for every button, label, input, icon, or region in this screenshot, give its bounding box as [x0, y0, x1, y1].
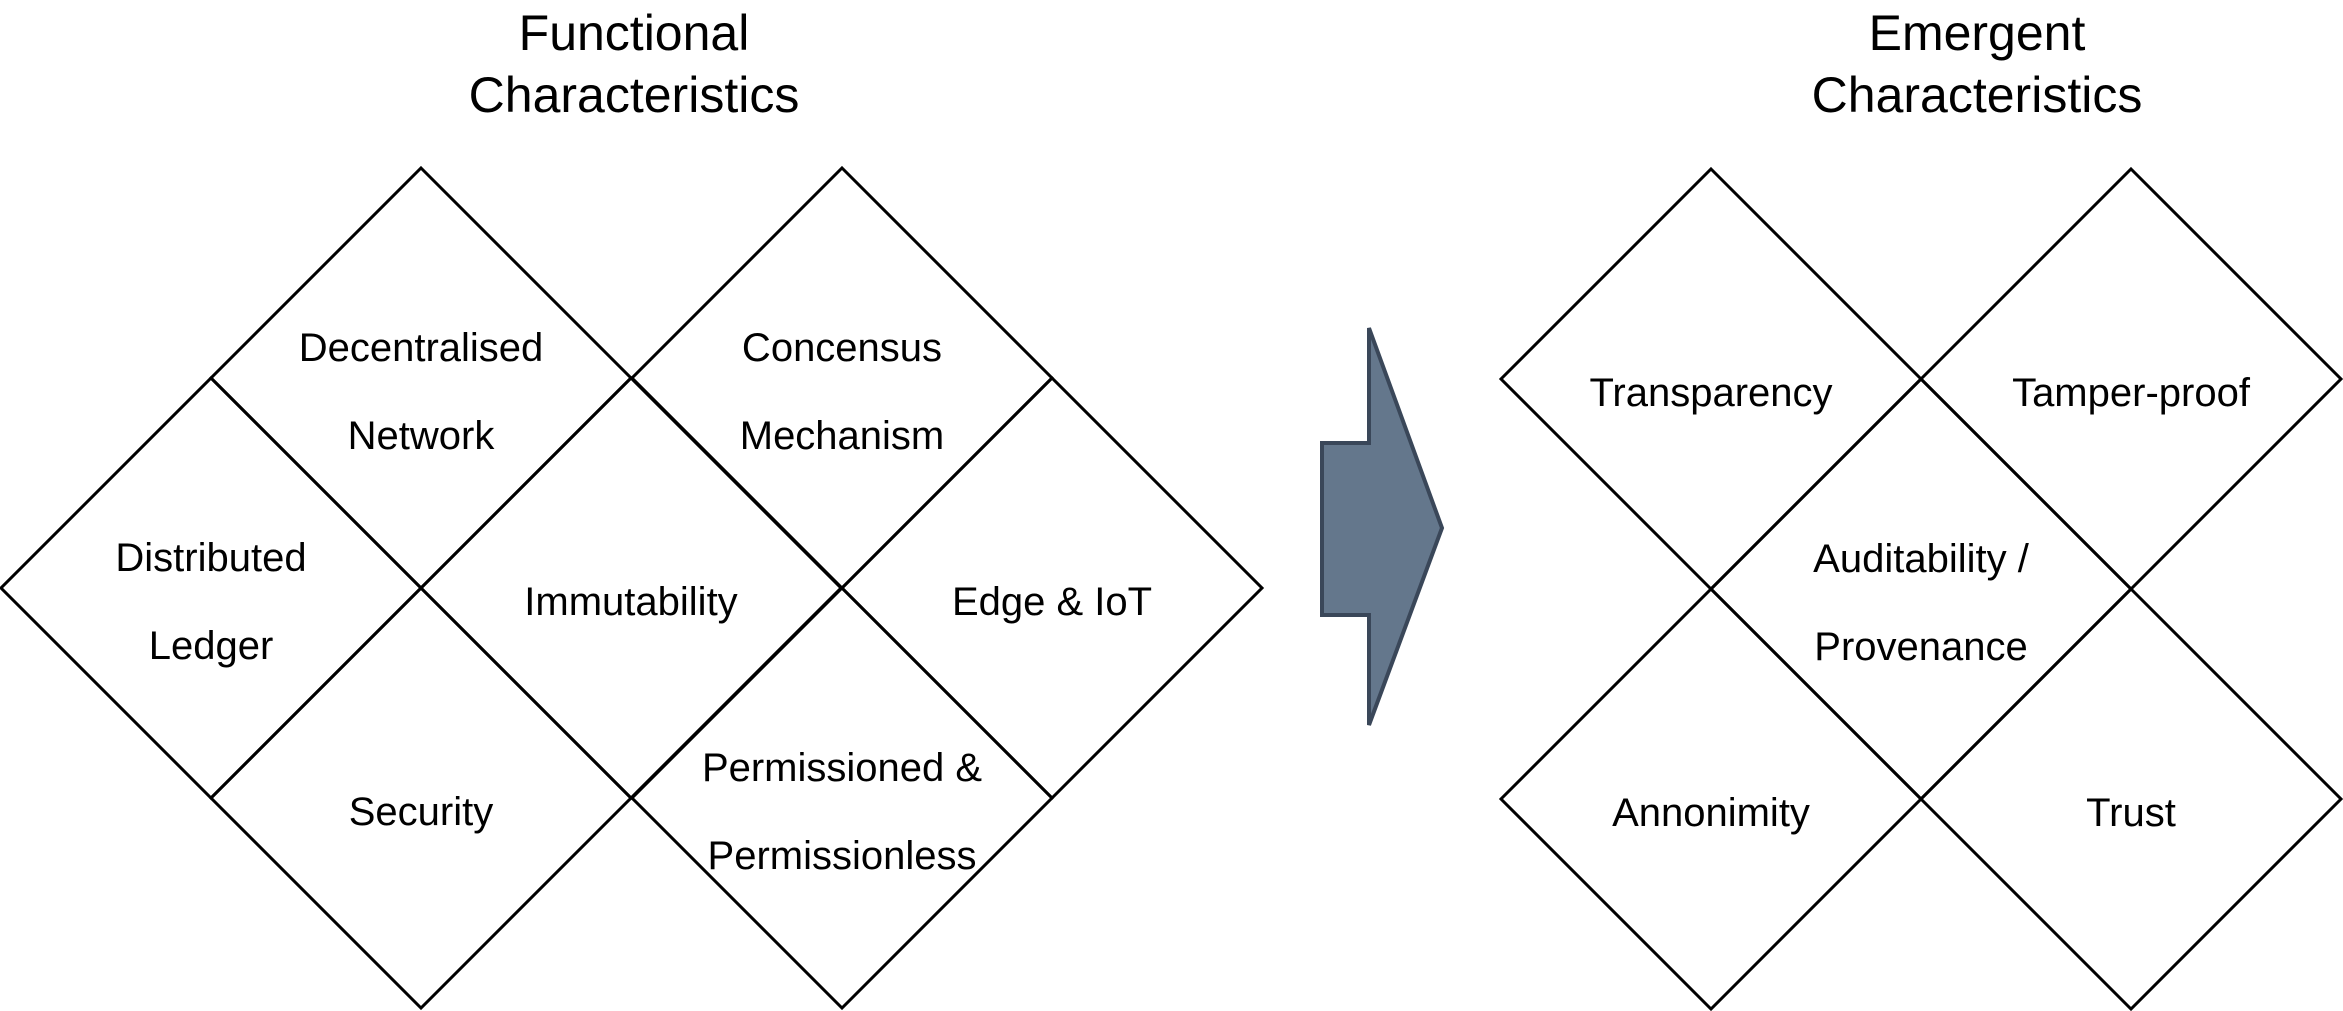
diamond-label-edge-and-iot: Edge & IoT — [952, 558, 1152, 646]
diamond-label-transparency: Transparency — [1589, 349, 1832, 437]
diamond-label-decentralised-network-line2: Network — [347, 414, 495, 458]
diamond-label-tamper-proof-line1: Tamper-proof — [2012, 371, 2250, 415]
diamond-annonimity — [1498, 586, 1924, 1011]
diamond-label-annonimity: Annonimity — [1612, 769, 1810, 857]
diamond-label-auditability-provenance: Auditability / Provenance — [1813, 515, 2029, 691]
diamond-label-concensus-mechanism-line2: Mechanism — [739, 414, 945, 458]
right-arrow-icon — [1320, 327, 1445, 726]
diamond-label-annonimity-line1: Annonimity — [1612, 791, 1810, 835]
diamond-label-security-line1: Security — [348, 790, 494, 834]
functional-characteristics-title: Functional Characteristics — [469, 2, 800, 126]
diamond-label-decentralised-network-line1: Decentralised — [298, 326, 544, 370]
emergent-title-line2: Characteristics — [1811, 67, 2143, 123]
diamond-label-trust: Trust — [2086, 769, 2176, 857]
diamond-label-concensus-mechanism-line1: Concensus — [741, 326, 943, 370]
diamond-label-auditability-provenance-line1: Auditability / — [1813, 537, 2029, 581]
functional-title-line2: Characteristics — [468, 67, 800, 123]
diamond-label-distributed-ledger-line1: Distributed — [115, 536, 307, 580]
diamond-trust — [1918, 586, 2343, 1011]
diamond-label-immutability-line1: Immutability — [524, 580, 738, 624]
diamond-label-auditability-provenance-line2: Provenance — [1814, 625, 2028, 669]
functional-title-line1: Functional — [518, 5, 750, 61]
diamond-label-trust-line1: Trust — [2086, 791, 2176, 835]
diamond-label-permissioned-permissionless-line1: Permissioned & — [701, 746, 983, 790]
diamond-label-distributed-ledger-line2: Ledger — [148, 624, 274, 668]
diamond-label-permissioned-permissionless-line2: Permissionless — [707, 834, 977, 878]
emergent-characteristics-title: Emergent Characteristics — [1812, 2, 2143, 126]
diamond-label-transparency-line1: Transparency — [1589, 371, 1833, 415]
emergent-title-line1: Emergent — [1868, 5, 2086, 61]
diamond-label-tamper-proof: Tamper-proof — [2012, 349, 2250, 437]
diamond-label-permissioned-permissionless: Permissioned & Permissionless — [702, 724, 982, 900]
diamond-label-security: Security — [349, 768, 494, 856]
diamond-security — [208, 585, 634, 1011]
diamond-label-immutability: Immutability — [524, 558, 737, 646]
diamond-permissioned-permissionless — [629, 585, 1055, 1011]
diamond-label-edge-and-iot-line1: Edge & IoT — [951, 580, 1153, 624]
